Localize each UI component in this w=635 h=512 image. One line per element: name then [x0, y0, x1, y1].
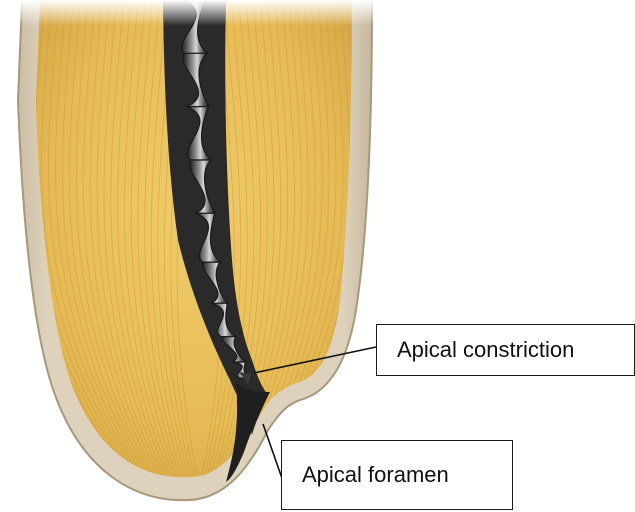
- apical-foramen-text: Apical foramen: [302, 462, 449, 488]
- top-fade: [0, 0, 635, 26]
- apical-foramen-label: Apical foramen: [281, 440, 513, 510]
- apical-constriction-label: Apical constriction: [376, 324, 635, 376]
- apical-constriction-text: Apical constriction: [397, 337, 574, 363]
